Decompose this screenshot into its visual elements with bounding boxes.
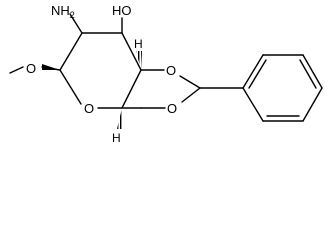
structure-diagram: NH2 HO O O O O H H bbox=[9, 3, 323, 145]
phenyl-double-2 bbox=[299, 59, 317, 89]
stereo-h-bottom-label: H bbox=[112, 131, 121, 145]
amine-label: NH2 bbox=[51, 3, 75, 20]
hydroxyl-label: HO bbox=[112, 3, 132, 18]
ring-oxygen-label: O bbox=[84, 101, 94, 116]
bond-c1-c2 bbox=[59, 32, 83, 71]
methoxy-oxygen-label: O bbox=[26, 61, 36, 76]
acetal-oxygen-bottom-label: O bbox=[167, 101, 177, 116]
molecule-svg: NH2 HO O O O O H H bbox=[9, 3, 323, 145]
acetal-oxygen-top-label: O bbox=[166, 63, 176, 78]
phenyl-double-1 bbox=[248, 59, 267, 89]
bond-oring-c1 bbox=[59, 69, 82, 105]
bond-c3-c4 bbox=[121, 32, 142, 71]
stereo-h-top-label: H bbox=[134, 37, 143, 51]
hashed-bond-h-bottom bbox=[117, 108, 123, 129]
bond-c4-c5 bbox=[121, 69, 142, 109]
phenyl-bond-6 bbox=[242, 87, 264, 122]
wedge-bond-c1-o bbox=[42, 64, 60, 70]
bond-o-acetal-c bbox=[179, 75, 201, 89]
phenyl-bond-3 bbox=[302, 54, 323, 89]
phenyl-bond-1 bbox=[242, 54, 264, 89]
hashed-bond-h-top bbox=[136, 51, 142, 70]
bond-c2-n bbox=[69, 13, 83, 34]
phenyl-bond-4 bbox=[302, 87, 323, 122]
bond-methyl-o bbox=[9, 66, 24, 74]
bond-acetal-c-o bbox=[181, 87, 201, 103]
